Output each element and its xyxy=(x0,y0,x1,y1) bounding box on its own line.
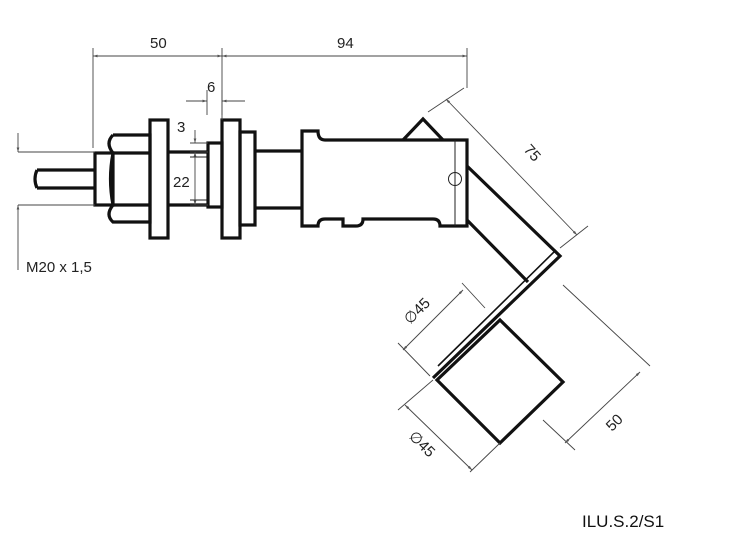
stop-tab xyxy=(401,116,445,142)
dim-diameter-upper: ∅45 xyxy=(401,295,434,328)
dimensions xyxy=(16,48,651,473)
hex-nut xyxy=(107,133,152,224)
drawing-code: ILU.S.2/S1 xyxy=(582,512,664,531)
spacer xyxy=(206,141,224,209)
thread-label: M20 x 1,5 xyxy=(26,259,92,276)
housing xyxy=(300,129,469,228)
sensor-body xyxy=(33,116,566,446)
dim-3: 3 xyxy=(177,119,185,136)
dim-50-float: 50 xyxy=(603,411,627,435)
flange-left xyxy=(148,118,170,240)
dim-50-top: 50 xyxy=(150,35,167,52)
float xyxy=(434,317,566,446)
shaft xyxy=(255,149,302,210)
dim-6: 6 xyxy=(207,79,215,96)
dim-22: 22 xyxy=(173,174,190,191)
cable-gland xyxy=(93,151,115,207)
dim-75: 75 xyxy=(520,141,544,165)
cable xyxy=(33,168,95,190)
dim-94: 94 xyxy=(337,35,354,52)
flange-right xyxy=(220,118,242,240)
collar xyxy=(238,130,257,227)
